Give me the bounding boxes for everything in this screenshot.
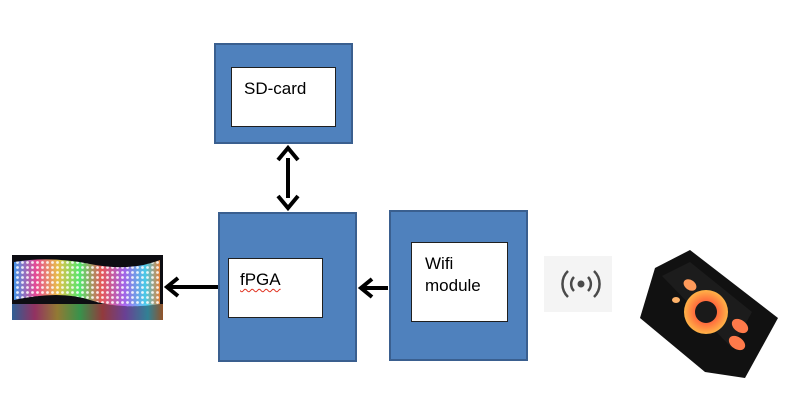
wireless-signal-icon <box>544 256 612 312</box>
wifi-to-fpga-arrow <box>357 277 388 299</box>
touch-remote-image <box>640 250 778 378</box>
fpga-label: fPGA <box>240 270 281 289</box>
wifi-module-label-box: Wifi module <box>411 242 508 322</box>
led-matrix-image <box>12 255 163 320</box>
sd-card-block: SD-card <box>214 43 353 144</box>
fpga-block: fPGA <box>218 212 357 362</box>
wifi-module-block: Wifi module <box>389 210 528 361</box>
fpga-to-led-arrow <box>163 276 218 298</box>
sd-card-label-box: SD-card <box>231 67 336 127</box>
fpga-label-box: fPGA <box>228 258 323 318</box>
sd-card-label: SD-card <box>244 79 307 98</box>
sd-fpga-bidirectional-arrow <box>276 144 300 212</box>
wifi-module-label-line-1: Wifi <box>425 254 454 273</box>
wifi-module-label-line-2: module <box>425 276 481 295</box>
